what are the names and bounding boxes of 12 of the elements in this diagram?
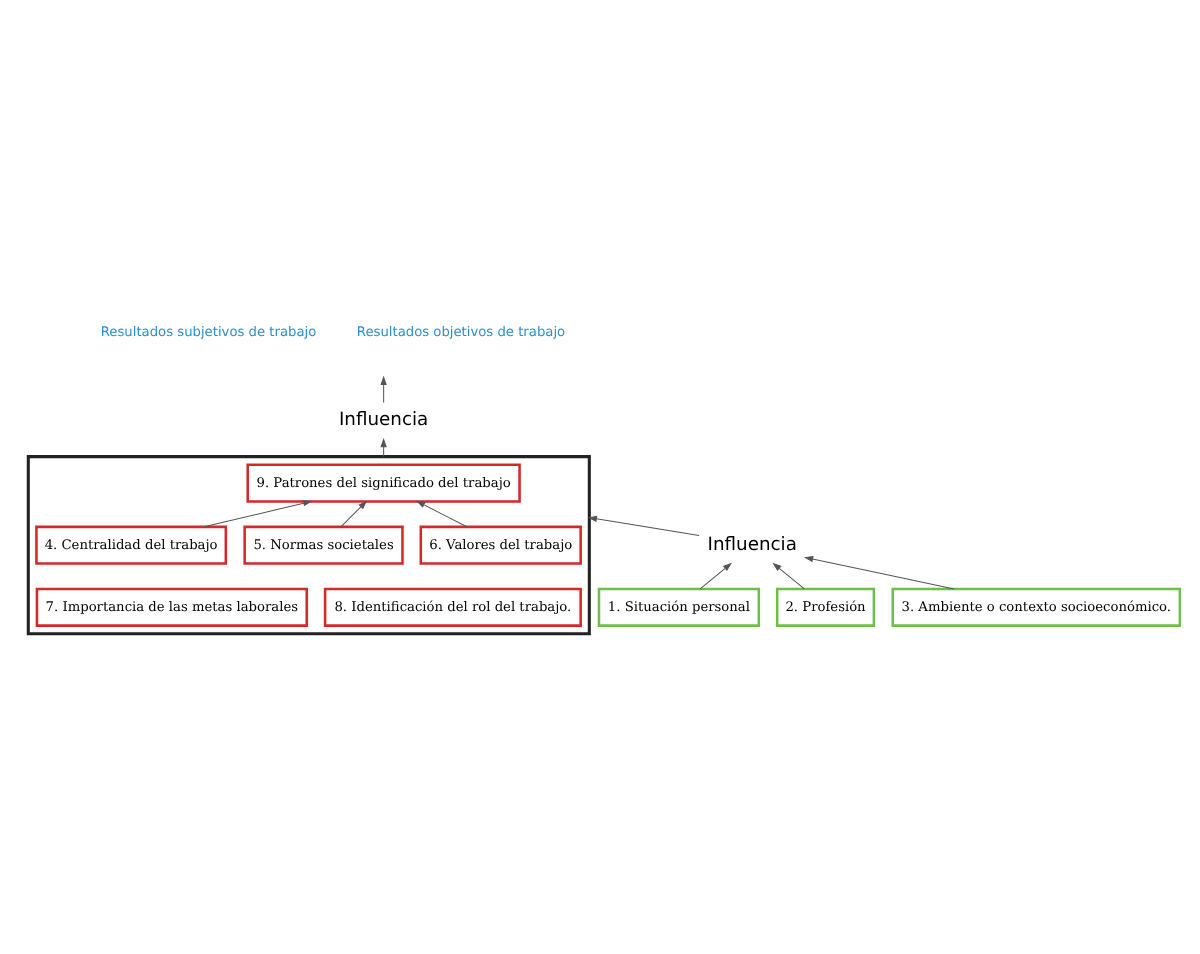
arrow: [203, 499, 313, 527]
arrow: [340, 499, 368, 527]
arrow: [380, 374, 387, 403]
node-text: Influencia: [338, 408, 429, 431]
arrow: [804, 554, 955, 589]
arrow: [416, 499, 468, 527]
arrow: [699, 561, 732, 589]
node-text: Influencia: [707, 532, 797, 555]
cluster: [26, 454, 591, 635]
arrow: [587, 514, 700, 535]
arrow: [772, 561, 805, 589]
arrow: [380, 437, 387, 457]
